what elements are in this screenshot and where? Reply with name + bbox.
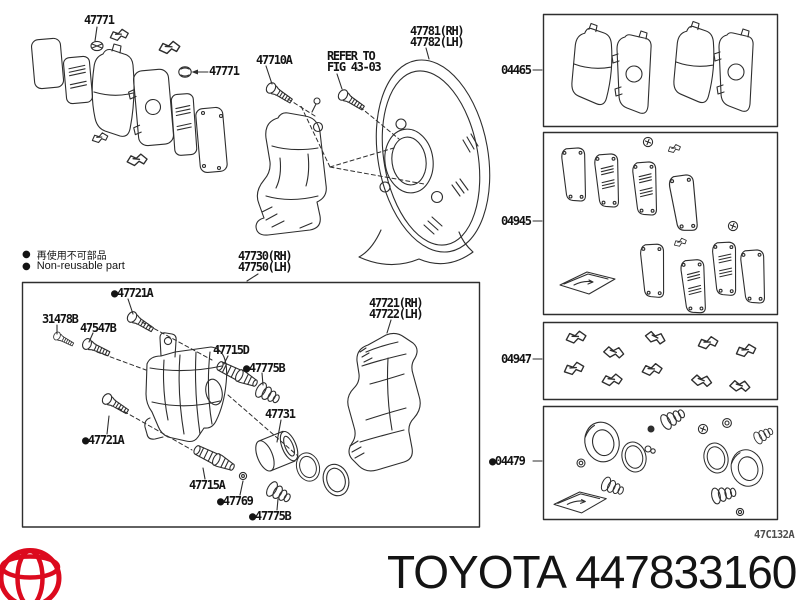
cylinder-kit-drawing [553,404,776,517]
callout-47769: ●47769 [217,494,254,508]
bolt-31478B [51,330,76,349]
callout-47721A-lower: ●47721A [82,433,125,447]
callout-47775B-lower: ●47775B [249,509,292,523]
callout-47547B: 47547B [80,321,117,335]
callout-47721A-upper: ●47721A [111,286,154,300]
legend-en-text: Non-reusable part [36,260,125,272]
bolt-refer-fig [335,87,367,114]
callout-47782-lh: 47782(LH) [410,35,465,49]
callout-47775B-upper: ●47775B [243,361,286,375]
fitting-kit-box [542,321,779,401]
callout-47750-lh: 47750(LH) [238,260,293,274]
legend-jp-text: 再使用不可部品 [36,251,107,262]
callout-47771-top: 47771 [84,13,115,27]
kit-label-04479: ●04479 [489,454,526,468]
caliper-assembly-drawing [51,298,421,511]
callout-47722-lh: 47722(LH) [369,307,424,321]
refer-note-line1: REFER TO [327,49,376,63]
caliper-assembly-box [21,281,481,528]
kit-label-04945: 04945 [501,214,532,228]
callout-47710A: 47710A [256,53,293,67]
pad-kit-drawing [570,20,754,114]
brake-pads-exploded-drawing [30,26,228,173]
washer-47771 [90,40,104,52]
legend-jp-row: ● 再使用不可部品 [22,247,107,262]
pad-kit-box [542,13,779,128]
boot-47775B-lower [263,479,294,507]
legend-en-row: ● Non-reusable part [22,260,125,272]
caliper-bracket-47721 [347,332,421,472]
slide-pin-47715A [191,442,237,475]
diagram-code: 47C132A [754,529,795,541]
clip-nut-47771 [178,66,192,78]
kit-label-04947: 04947 [501,352,532,366]
bolt-47721A-upper [124,309,156,336]
callout-47731: 47731 [265,407,296,421]
cap-47769 [238,471,248,481]
kit-label-04465: 04465 [501,63,532,77]
callout-47771-clip: 47771 [209,64,240,78]
fitting-kit-drawing [562,329,758,393]
callout-47715A: 47715A [189,478,226,492]
callout-31478B: 31478B [42,312,79,326]
legend-bullet-icon: ● [22,249,31,260]
refer-note-line2: FIG 43-03 [327,60,382,74]
piston-47731 [255,430,299,472]
bolt-47710A [263,80,295,107]
boot-47775B-upper [252,380,283,408]
callout-47781-rh: 47781(RH) [410,24,465,38]
footer-part-number: 447833160 [575,546,797,598]
callout-47730-rh: 47730(RH) [238,249,293,263]
callout-47721-rh: 47721(RH) [369,296,424,310]
cylinder-kit-box [542,405,779,521]
shim-kit-drawing [559,136,768,314]
shim-kit-box [542,131,779,316]
piston-seal-ring-2 [318,460,354,500]
footer-brand: TOYOTA [387,546,564,598]
footer-part-title: TOYOTA 447833160 [387,546,797,598]
legend-bullet-icon: ● [22,260,31,272]
callout-47715D: 47715D [213,343,250,357]
toyota-logo [0,548,62,600]
caliper-mount-drawing [255,80,327,236]
dust-shield-drawing [299,59,491,266]
